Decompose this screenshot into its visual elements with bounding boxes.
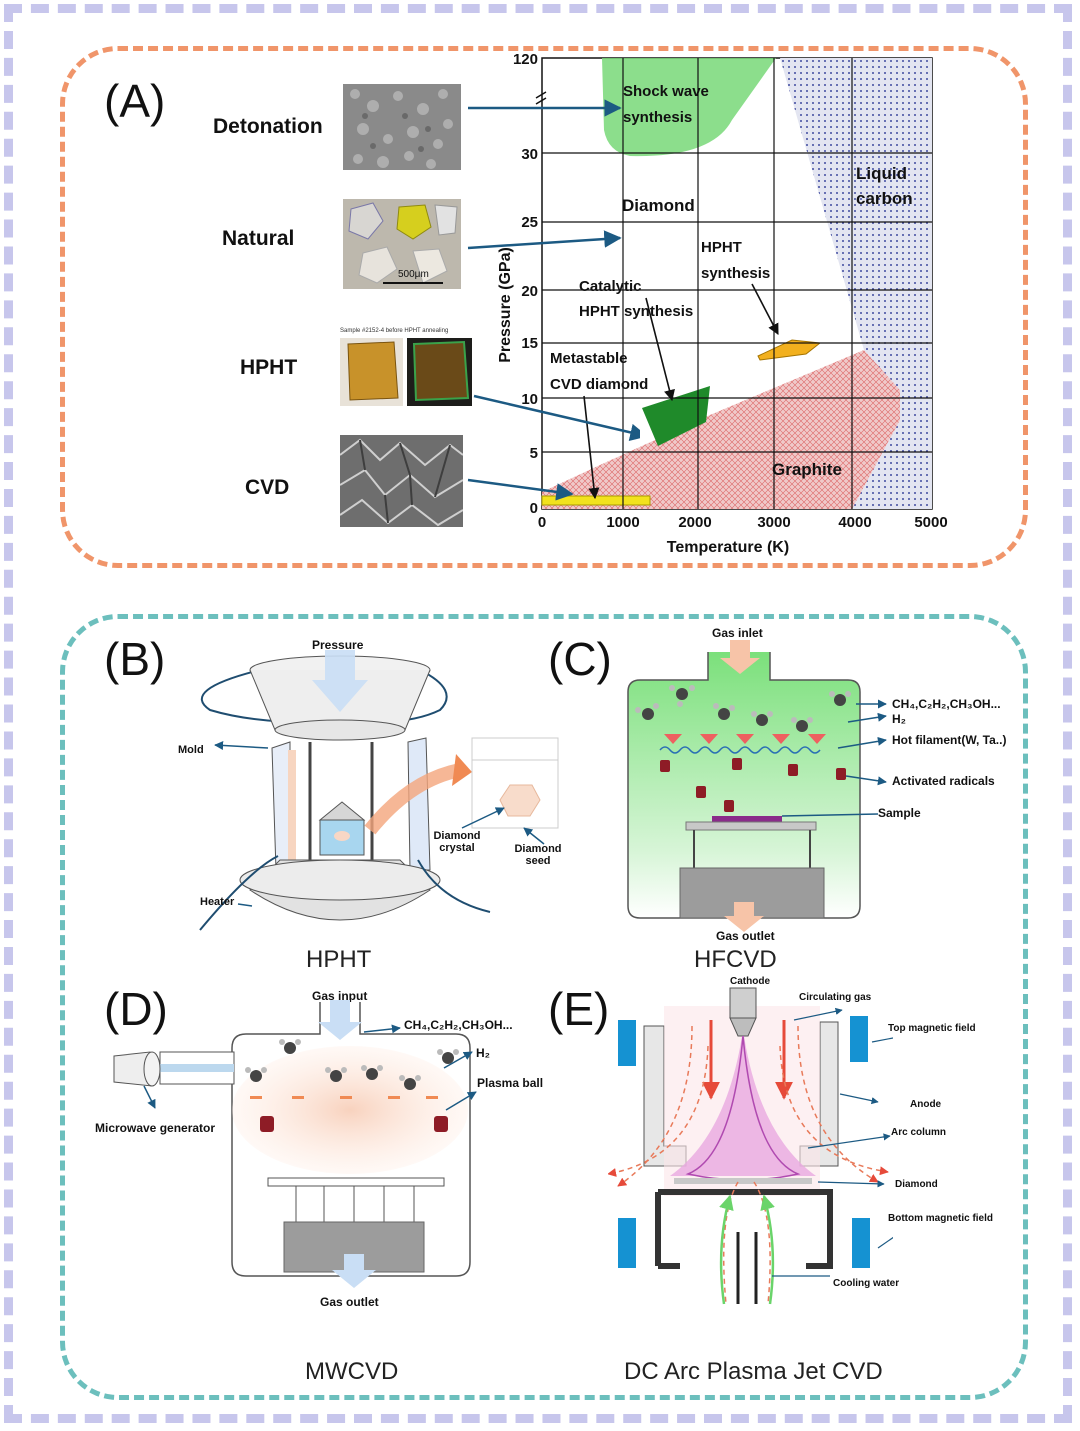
row-label-detonation: Detonation [213, 115, 323, 138]
liquid-carbon-region [780, 58, 932, 509]
sample-label: Sample [878, 806, 921, 820]
cooling-water-label: Cooling water [833, 1278, 900, 1289]
x-tick-2000: 2000 [678, 514, 711, 531]
hfcvd-caption: HFCVD [694, 946, 777, 973]
microwave-generator-label: Microwave generator [95, 1121, 216, 1135]
label-hpht-1: HPHT [701, 239, 742, 256]
plasma-ball-label: Plasma ball [477, 1076, 544, 1090]
label-graphite: Graphite [772, 460, 842, 479]
hfcvd-gases-label: CH₄,C₂H₂,CH₃OH... [892, 697, 1001, 711]
outer-frame [4, 4, 1072, 1423]
row-label-hpht: HPHT [240, 356, 298, 379]
sample-arrows [467, 99, 640, 501]
hpht-sample-photos [340, 338, 472, 406]
hpht-sample-caption: Sample #2152-4 before HPHT annealing [340, 328, 449, 334]
label-diamond: Diamond [622, 196, 695, 215]
dc-arc-jet-diagram [608, 987, 893, 1305]
heater-label: Heater [200, 896, 235, 908]
shock-wave-region [602, 58, 776, 157]
cvd-micrograph [340, 435, 463, 527]
x-axis-label: Temperature (K) [667, 539, 789, 556]
label-shock-1: Shock wave [623, 83, 709, 100]
mwcvd-gases-label: CH₄,C₂H₂,CH₃OH... [404, 1018, 513, 1032]
y-tick-120: 120 [513, 51, 538, 68]
y-tick-30: 30 [521, 146, 538, 163]
panel-c-label: (C) [548, 633, 612, 685]
label-metastable-1: Metastable [550, 350, 628, 367]
hpht-press-diagram [199, 650, 559, 931]
panel-a-label: (A) [104, 75, 166, 127]
sample-pointer [782, 813, 879, 817]
label-liquid-2: carbon [856, 189, 913, 208]
mwcvd-chamber-diagram [113, 1000, 477, 1288]
row-label-natural: Natural [222, 227, 295, 250]
x-tick-5000: 5000 [914, 514, 947, 531]
hfcvd-chamber-diagram [627, 640, 861, 932]
x-tick-3000: 3000 [757, 514, 790, 531]
panel-a-frame [60, 46, 1028, 568]
gas-inlet-label: Gas inlet [712, 626, 763, 640]
cathode-label: Cathode [730, 976, 770, 987]
hfcvd-h2-label: H₂ [892, 712, 906, 726]
mwcvd-h2-label: H₂ [476, 1046, 490, 1060]
gas-input-label: Gas input [312, 989, 368, 1003]
y-tick-5: 5 [530, 445, 538, 462]
hpht-caption: HPHT [306, 946, 372, 973]
panel-d-label: (D) [104, 983, 168, 1035]
catalytic-hpht-region [642, 386, 710, 446]
natural-scale-text: 500μm [398, 269, 429, 280]
top-magnetic-field-label: Top magnetic field [888, 1023, 976, 1034]
row-label-cvd: CVD [245, 476, 290, 499]
y-axis-label: Pressure (GPa) [497, 247, 514, 363]
pressure-label: Pressure [312, 638, 364, 652]
hot-filament-label: Hot filament(W, Ta..) [892, 733, 1007, 747]
diamond-label: Diamond [895, 1179, 938, 1190]
phase-diagram: 120 30 25 20 15 10 5 0 0 1000 2000 3000 … [497, 51, 948, 556]
x-tick-4000: 4000 [838, 514, 871, 531]
mold-label: Mold [178, 744, 204, 756]
panel-bcde-frame [60, 614, 1028, 1400]
label-shock-2: synthesis [623, 109, 692, 126]
y-tick-15: 15 [521, 335, 538, 352]
y-tick-25: 25 [521, 214, 538, 231]
label-metastable-2: CVD diamond [550, 376, 648, 393]
label-hpht-2: synthesis [701, 265, 770, 282]
dc-arc-caption: DC Arc Plasma Jet CVD [624, 1358, 883, 1385]
circulating-gas-label: Circulating gas [799, 992, 872, 1003]
panel-b-label: (B) [104, 633, 166, 685]
y-tick-0: 0 [530, 500, 538, 517]
anode-label: Anode [910, 1099, 942, 1110]
label-catalytic-1: Catalytic [579, 278, 642, 295]
y-tick-10: 10 [521, 391, 538, 408]
hfcvd-pointers [837, 699, 887, 786]
detonation-micrograph [343, 84, 461, 170]
mwcvd-caption: MWCVD [305, 1358, 399, 1385]
arc-column-label: Arc column [891, 1127, 947, 1138]
activated-radicals-label: Activated radicals [892, 774, 995, 788]
label-catalytic-2: HPHT synthesis [579, 303, 693, 320]
x-tick-0: 0 [538, 514, 546, 531]
panel-e-label: (E) [548, 983, 610, 1035]
bottom-magnetic-field-label: Bottom magnetic field [888, 1213, 994, 1224]
x-tick-1000: 1000 [606, 514, 639, 531]
label-liquid-1: Liquid [856, 164, 907, 183]
mwcvd-gas-outlet-label: Gas outlet [320, 1295, 379, 1309]
natural-diamond-photo: 500μm [343, 199, 461, 289]
hfcvd-gas-outlet-label: Gas outlet [716, 929, 775, 943]
graphite-region [542, 350, 900, 509]
y-tick-20: 20 [521, 283, 538, 300]
